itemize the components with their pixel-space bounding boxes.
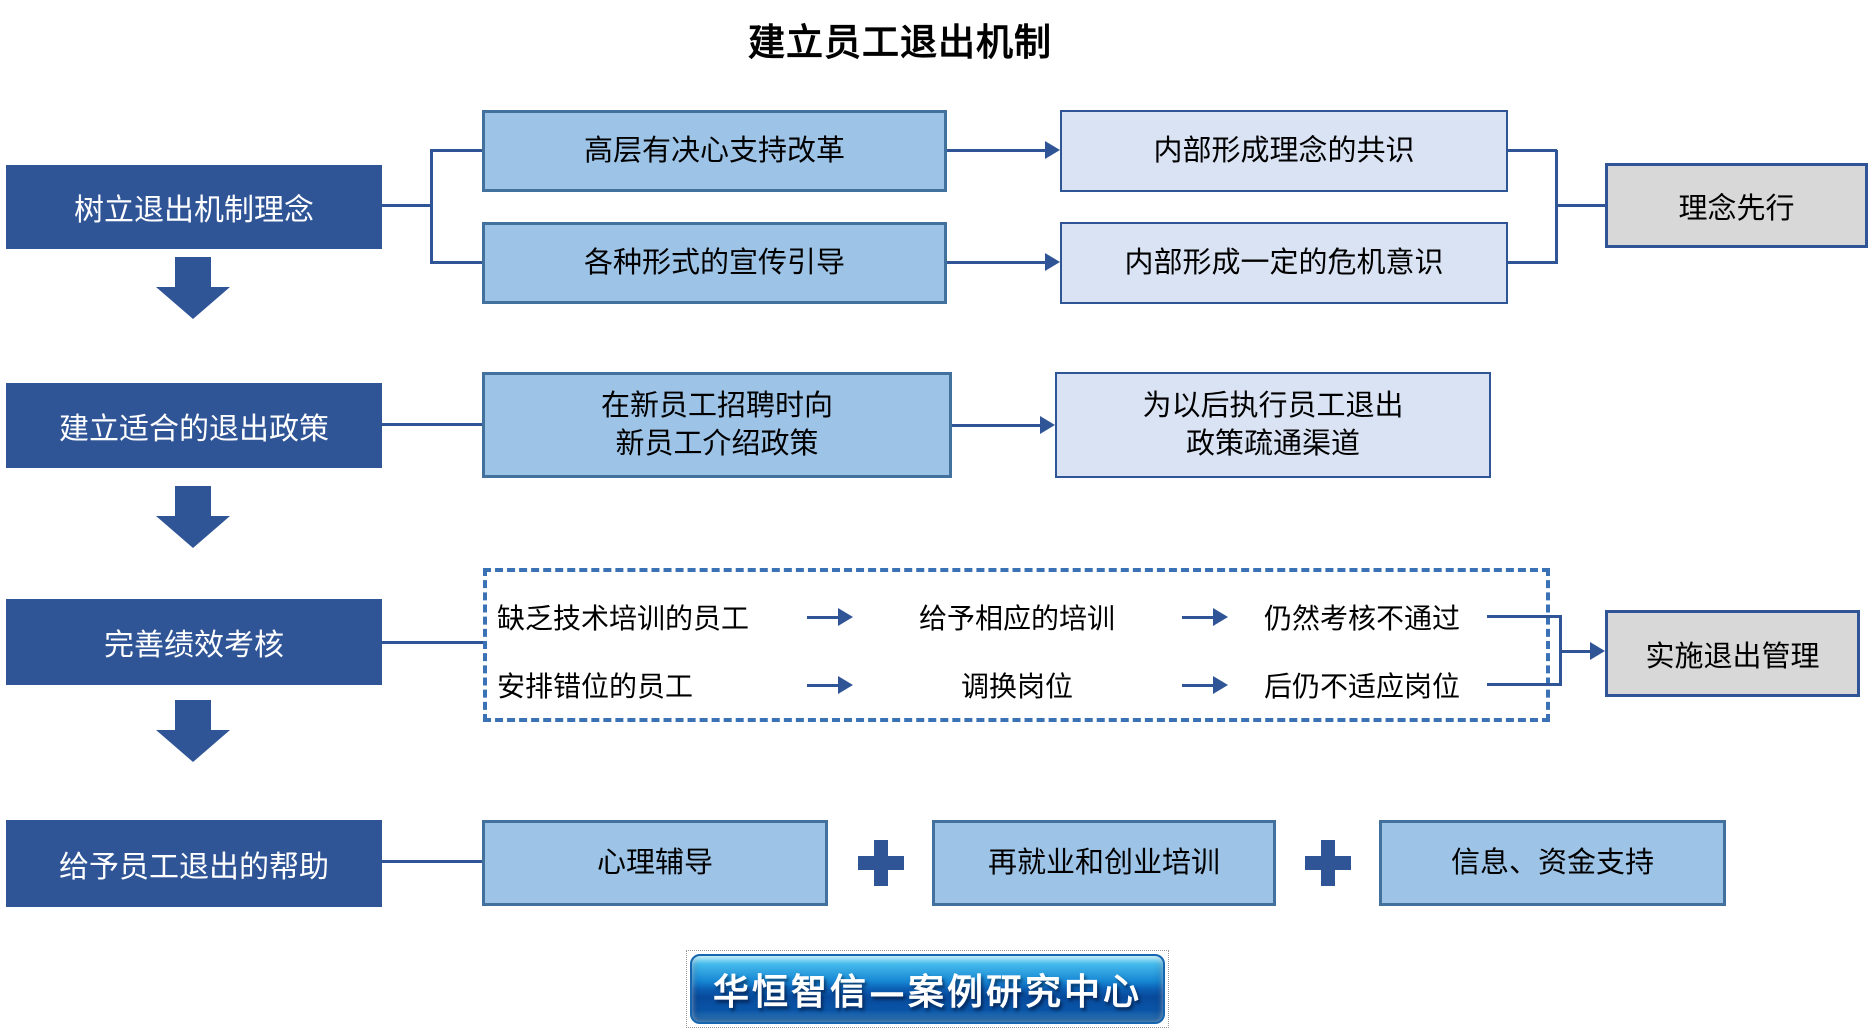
arrow-shaft	[175, 700, 211, 730]
performance-path-row: 安排错位的员工 调换岗位 后仍不适应岗位	[497, 660, 1487, 710]
stage-box-help: 给予员工退出的帮助	[6, 820, 382, 907]
down-arrow-icon	[156, 700, 230, 762]
step-box-recruit-intro: 在新员工招聘时向 新员工介绍政策	[482, 372, 952, 478]
stage-box-performance: 完善绩效考核	[6, 599, 382, 685]
connector-line	[1487, 615, 1562, 618]
arrow-shaft	[175, 257, 211, 287]
connector-line	[1487, 683, 1562, 686]
footer-banner-frame: 华恒智信—案例研究中心	[686, 950, 1169, 1028]
step-text-line2: 新员工介绍政策	[615, 428, 819, 460]
arrow-shaft	[947, 148, 1045, 152]
option-box-reemployment-training: 再就业和创业培训	[932, 820, 1276, 906]
connector-line	[1555, 204, 1605, 207]
path-action: 调换岗位	[960, 671, 1073, 702]
arrow-right-icon	[1181, 607, 1228, 627]
connector-line	[1506, 149, 1557, 152]
arrow-right-icon	[1559, 641, 1605, 661]
arrow-shaft	[1559, 649, 1590, 653]
down-arrow-icon	[156, 486, 230, 548]
connector-line	[382, 423, 482, 426]
plus-bar	[1321, 840, 1335, 886]
path-problem: 缺乏技术培训的员工	[497, 603, 750, 634]
path-consequence: 后仍不适应岗位	[1263, 671, 1460, 702]
result-text-line2: 政策疏通渠道	[1185, 428, 1360, 460]
arrow-shaft	[175, 486, 211, 516]
page-title: 建立员工退出机制	[748, 22, 1052, 63]
step-box-promotion: 各种形式的宣传引导	[482, 222, 947, 304]
result-text-line1: 为以后执行员工退出	[1142, 389, 1404, 422]
option-box-counseling: 心理辅导	[482, 820, 828, 906]
arrow-head	[156, 516, 230, 548]
connector-line	[382, 860, 482, 863]
step-text-line1: 在新员工招聘时向	[600, 389, 833, 422]
arrow-right-icon	[806, 607, 853, 627]
connector-line	[430, 261, 482, 264]
path-problem: 安排错位的员工	[497, 671, 694, 702]
outcome-box-concept-first: 理念先行	[1605, 163, 1868, 248]
arrow-head	[1040, 416, 1055, 434]
option-box-info-funding: 信息、资金支持	[1379, 820, 1726, 906]
stage-box-policy: 建立适合的退出政策	[6, 383, 382, 468]
performance-dashed-group	[483, 568, 1550, 722]
performance-path-row: 缺乏技术培训的员工 给予相应的培训 仍然考核不通过	[497, 592, 1487, 642]
arrow-head	[1045, 253, 1060, 271]
arrow-right-icon	[947, 140, 1060, 160]
path-action: 给予相应的培训	[918, 603, 1115, 634]
stage-box-concept: 树立退出机制理念	[6, 165, 382, 249]
outcome-box-exit-management: 实施退出管理	[1605, 610, 1860, 697]
arrow-right-icon	[952, 415, 1055, 435]
down-arrow-icon	[156, 257, 230, 319]
arrow-head	[156, 287, 230, 319]
arrow-shaft	[952, 423, 1040, 427]
plus-icon	[858, 840, 904, 886]
footer-banner-text: 华恒智信—案例研究中心	[712, 971, 1142, 1013]
arrow-right-icon	[806, 675, 853, 695]
path-consequence: 仍然考核不通过	[1263, 603, 1460, 634]
result-box-channel: 为以后执行员工退出 政策疏通渠道	[1055, 372, 1491, 478]
connector-line	[382, 204, 430, 207]
connector-line	[382, 641, 483, 644]
connector-line	[430, 150, 433, 264]
arrow-right-icon	[1181, 675, 1228, 695]
arrow-head	[1590, 642, 1605, 660]
step-box-leadership: 高层有决心支持改革	[482, 110, 947, 192]
result-box-crisis-awareness: 内部形成一定的危机意识	[1060, 222, 1508, 304]
plus-icon	[1305, 840, 1351, 886]
arrow-shaft	[947, 260, 1045, 264]
arrow-head	[1045, 141, 1060, 159]
footer-banner: 华恒智信—案例研究中心	[690, 954, 1165, 1024]
arrow-head	[156, 730, 230, 762]
connector-line	[430, 149, 482, 152]
connector-line	[1506, 261, 1557, 264]
connector-line	[1555, 150, 1558, 264]
arrow-right-icon	[947, 252, 1060, 272]
plus-bar	[874, 840, 888, 886]
result-box-consensus: 内部形成理念的共识	[1060, 110, 1508, 192]
